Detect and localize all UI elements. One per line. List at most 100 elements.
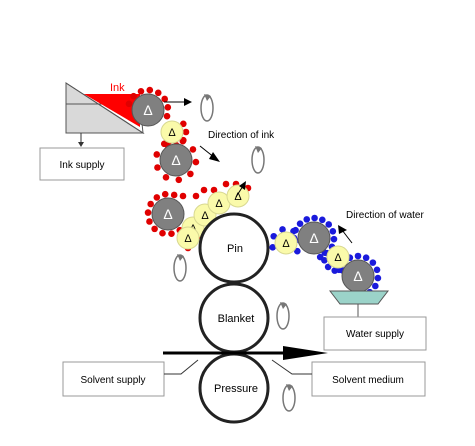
ink-roller-arrow <box>164 98 192 106</box>
pin-cylinder: Pin <box>198 212 270 284</box>
ink-dot <box>159 229 166 237</box>
ink-dot <box>161 95 168 103</box>
ink-dot <box>180 136 187 144</box>
roller-glyph: Δ <box>184 233 192 245</box>
ink-dot <box>153 194 161 201</box>
water-dot <box>329 227 337 235</box>
water-dot <box>324 263 332 271</box>
direction-of-water: Direction of water <box>338 210 424 244</box>
ink-dot <box>161 190 169 198</box>
roller-glyph: Δ <box>201 210 209 222</box>
roller-glyph: Δ <box>353 268 362 284</box>
water-dot <box>319 216 326 224</box>
ink-dot <box>192 192 200 200</box>
ink-up-arrow <box>235 181 246 198</box>
water-dot <box>303 216 311 223</box>
ink-dot <box>154 164 161 171</box>
yellow-roller-body <box>176 226 200 250</box>
ink-supply-box <box>39 147 125 181</box>
yellow-roller-body <box>226 184 250 208</box>
rotation-arrow-icon <box>251 146 265 174</box>
gray-roller-body <box>131 93 165 127</box>
gray-roller-body <box>297 221 331 255</box>
rotation-arrow-icon <box>173 254 187 282</box>
ink-dot <box>170 191 178 199</box>
water-dot <box>369 259 377 266</box>
gray-roller: Δ <box>151 197 185 231</box>
yellow-roller: Δ <box>160 120 184 144</box>
water-dot <box>325 221 333 228</box>
ink-label: Ink <box>110 82 125 94</box>
gray-roller-body <box>151 197 185 231</box>
water-dot <box>311 214 318 222</box>
water-dot <box>269 244 276 251</box>
rotation-icons <box>173 94 296 412</box>
water-dot <box>294 247 301 255</box>
water-dot <box>270 232 278 240</box>
rotation-arrow-head <box>177 254 184 261</box>
water-dot <box>374 274 382 282</box>
ink-dot <box>189 146 197 153</box>
gray-roller: Δ <box>131 93 165 127</box>
yellow-roller-body <box>326 245 350 269</box>
ink-dot <box>162 174 170 181</box>
yellow-roller: Δ <box>274 231 298 255</box>
gray-roller: Δ <box>341 259 375 293</box>
roller-glyph: Δ <box>171 152 180 168</box>
ink-fountain: Ink <box>65 82 145 134</box>
rotation-arrow-head <box>204 94 211 101</box>
rotation-arrow-icon <box>200 94 214 122</box>
rotation-arrow-head <box>280 302 287 309</box>
solvent-supply-box <box>62 361 165 397</box>
water-dot <box>354 252 362 260</box>
solvent-supply-label: Solvent supply <box>80 375 145 386</box>
ink-supply-label: Ink supply <box>59 160 104 171</box>
roller-glyph: Δ <box>163 206 172 222</box>
rotation-arrow-icon <box>276 302 290 330</box>
ink-dot <box>125 100 133 108</box>
ink-dot <box>151 225 158 233</box>
ink-reservoir <box>84 94 140 127</box>
water-tray <box>328 290 390 305</box>
ink-dot <box>168 230 175 237</box>
ink-dot <box>144 209 152 216</box>
ink-supply: Ink supply <box>39 133 125 181</box>
ink-dot <box>130 92 137 100</box>
blanket-label: Blanket <box>218 313 255 325</box>
water-dot <box>373 266 381 274</box>
gray-roller: Δ <box>159 143 193 177</box>
yellow-roller: Δ <box>326 245 350 269</box>
pressure-label: Pressure <box>214 383 258 395</box>
water-dot <box>372 282 379 290</box>
yellow-roller-body <box>274 231 298 255</box>
ink-dot <box>153 151 161 158</box>
pressure-cylinder: Pressure <box>198 352 270 424</box>
ink-dot <box>147 200 154 208</box>
ink-dot <box>146 218 153 225</box>
solvent-medium: Solvent medium <box>271 359 426 397</box>
roller-glyph: Δ <box>309 230 318 246</box>
rotation-arrow-head <box>255 146 262 153</box>
gray-roller: Δ <box>297 221 331 255</box>
solvent-supply: Solvent supply <box>62 359 199 397</box>
water-dot <box>362 254 370 262</box>
yellow-roller: Δ <box>176 226 200 250</box>
direction-of-ink-label: Direction of ink <box>208 130 275 141</box>
water-dot <box>321 256 328 264</box>
roller-glyph: Δ <box>234 191 242 203</box>
solvent-medium-label: Solvent medium <box>332 375 404 386</box>
direction-of-ink: Direction of ink <box>199 130 275 162</box>
ink-dot <box>192 158 200 166</box>
roller-glyph: Δ <box>334 252 342 264</box>
water-dot <box>290 227 297 235</box>
water-supply: Water supply <box>323 290 427 351</box>
ink-dot <box>179 192 187 200</box>
ink-dot <box>182 128 190 136</box>
ink-dot <box>222 180 230 188</box>
direction-of-water-label: Direction of water <box>346 210 424 221</box>
ink-dot <box>187 170 194 178</box>
water-supply-box <box>323 316 427 351</box>
